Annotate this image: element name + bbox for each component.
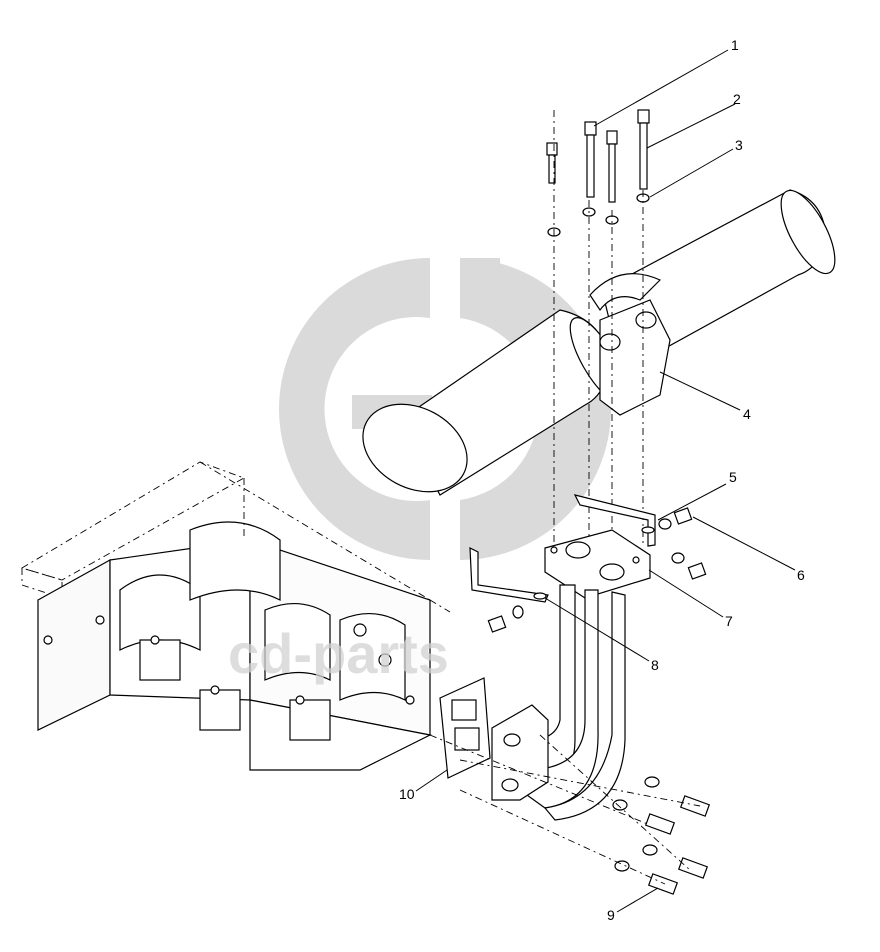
watermark-text: cd-parts <box>228 622 449 685</box>
engine-block <box>20 461 451 771</box>
callout-2: 2 <box>733 91 741 107</box>
oil-pipe-assembly <box>439 494 656 821</box>
callout-4: 4 <box>743 406 751 422</box>
callout-1: 1 <box>731 37 739 53</box>
callout-5: 5 <box>729 469 737 485</box>
cap-screw-set-top <box>546 109 650 570</box>
callout-3: 3 <box>735 137 743 153</box>
fastener-hardware <box>429 507 711 895</box>
callout-10: 10 <box>399 786 415 802</box>
callout-9: 9 <box>607 907 615 923</box>
callout-6: 6 <box>797 567 805 583</box>
callout-leaders <box>415 49 796 913</box>
callout-7: 7 <box>725 613 733 629</box>
callout-8: 8 <box>651 657 659 673</box>
oil-filter-assembly <box>362 189 836 496</box>
